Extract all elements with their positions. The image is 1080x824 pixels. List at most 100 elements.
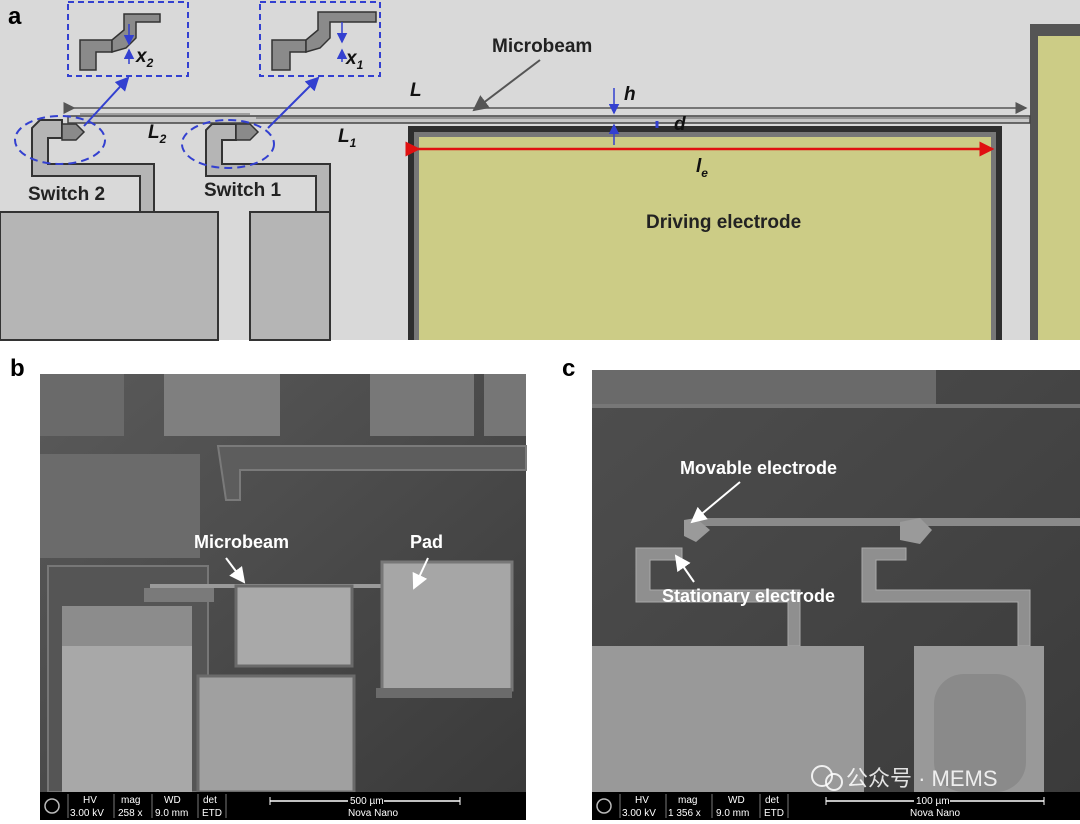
sem-b-top-pad-4 (484, 374, 526, 436)
switch-1-contact (235, 123, 260, 141)
sem-c-top-strip-edge (592, 404, 1080, 408)
d-label: d (674, 114, 686, 135)
sem-c-val-hv: 3.00 kV (622, 808, 656, 819)
x2-label: x2 (135, 46, 154, 70)
x2-label-sub: 2 (146, 56, 154, 70)
inset-x1-movable (305, 11, 377, 53)
inset-x2 (67, 1, 189, 77)
sem-c-hdr-mag: mag (678, 795, 697, 806)
watermark: 公众号 · MEMS (811, 765, 998, 791)
sem-b-val-hv: 3.00 kV (70, 808, 104, 819)
L2-label-sub: 2 (159, 132, 167, 146)
sem-c-movable-label: Movable electrode (680, 458, 837, 478)
sem-b-instrument: Nova Nano (348, 808, 398, 819)
sem-c-scale-label-bg (914, 795, 950, 806)
pad-left (0, 211, 219, 341)
wechat-icon-bubble-1 (811, 765, 833, 787)
sem-c-movable-electrode-1 (684, 518, 710, 542)
sem-b-scale-label-bg (348, 795, 384, 806)
sem-b-hdr-mag: mag (121, 795, 140, 806)
sem-b-hdr-hv: HV (83, 795, 97, 806)
switch-1-highlight (181, 119, 275, 169)
sem-b-switches (144, 588, 214, 602)
sem-b-top-pad-3 (370, 374, 474, 436)
sem-c-stationary-electrode-2 (861, 547, 1031, 647)
le-label: le (696, 156, 708, 180)
panel-b: b Microbeam Pad (10, 355, 527, 820)
panel-a-label: a (8, 3, 22, 30)
sem-b-hdr-wd: WD (164, 795, 181, 806)
panel-c-label: c (562, 355, 575, 382)
inset-x1 (259, 1, 381, 77)
inset-x1-connector (267, 76, 320, 129)
driving-electrode-label: Driving electrode (646, 212, 801, 233)
x1-label: x1 (345, 48, 364, 72)
sem-c-val-wd: 9.0 mm (716, 808, 749, 819)
sem-c-info-bar: HV mag WD det 3.00 kV 1 356 x 9.0 mm ETD… (592, 792, 1080, 820)
sem-b-top-pad-2 (164, 374, 280, 436)
microbeam-pointer (472, 59, 541, 112)
sem-b-left-block (40, 454, 200, 558)
microbeam-label: Microbeam (492, 36, 592, 57)
sem-b-val-mag: 258 x (118, 808, 142, 819)
sem-c-val-det: ETD (764, 808, 784, 819)
sem-b-val-det: ETD (202, 808, 222, 819)
switch-1-label: Switch 1 (204, 180, 282, 201)
sem-c-info-bar-bg (592, 792, 1080, 820)
inset-x2-connector (83, 76, 130, 127)
sem-c-stationary-arrow (674, 554, 695, 583)
le-label-sub: e (701, 166, 708, 180)
L1-label-sub: 1 (350, 136, 357, 150)
L1-label-main: L (338, 126, 350, 147)
right-electrode (1038, 36, 1080, 340)
L-label: L (410, 80, 422, 101)
microbeam (67, 115, 1031, 124)
sem-b-pad-arrow (412, 557, 429, 590)
sem-b-pad-label: Pad (410, 532, 443, 552)
x1-label-main: x (345, 48, 358, 69)
panel-c: c Movable electrode Stationary electrode… (562, 355, 1080, 820)
sem-b-left-pad-top (62, 606, 192, 646)
sem-c-scale-label: 100 µm (916, 796, 950, 807)
switch-2-label: Switch 2 (28, 184, 105, 205)
sem-c-val-mag: 1 356 x (668, 808, 701, 819)
sem-b-pad-shadow (376, 688, 512, 698)
sem-c-hdr-wd: WD (728, 795, 745, 806)
L1-label: L1 (338, 126, 357, 150)
sem-b-microbeam-arrow (225, 557, 246, 584)
sem-c-hdr-det: det (765, 795, 779, 806)
panel-b-label: b (10, 355, 25, 382)
h-label: h (624, 84, 636, 105)
sem-c-stationary-label: Stationary electrode (662, 586, 835, 606)
sem-c-instrument: Nova Nano (910, 808, 960, 819)
sem-b-microbeam-label: Microbeam (194, 532, 289, 552)
sem-c-top-strip (592, 370, 936, 406)
sem-c-logo-icon (596, 798, 612, 814)
sem-c-movable-arrow (690, 481, 741, 524)
x1-label-sub: 1 (357, 58, 364, 72)
sem-b-electrode (234, 584, 354, 668)
wechat-icon-bubble-2 (825, 773, 843, 791)
le-label-main: l (696, 156, 702, 177)
pad-middle (249, 211, 331, 341)
watermark-text: 公众号 · MEMS (846, 766, 998, 791)
sem-b-top-pad-1 (40, 374, 124, 436)
sem-b-logo-icon (44, 798, 60, 814)
sem-b-pad (380, 560, 514, 692)
L2-label-main: L (148, 122, 160, 143)
sem-c-movable-electrode-2 (900, 518, 932, 544)
switch-2-highlight (14, 115, 106, 165)
sem-b-bottom-pad (196, 674, 356, 794)
sem-b-hdr-det: det (203, 795, 217, 806)
sem-c-microbeam (696, 518, 1080, 526)
L2-label: L2 (148, 122, 167, 146)
sem-b-info-bar-bg (40, 792, 526, 820)
sem-b-info-bar: HV mag WD det 3.00 kV 258 x 9.0 mm ETD 5… (40, 792, 526, 820)
driving-electrode (419, 137, 991, 340)
sem-b-frame (216, 445, 527, 501)
sem-c-hdr-hv: HV (635, 795, 649, 806)
sem-c-pad-left (592, 646, 864, 792)
panel-a: a Microbeam L L1 L2 h d le x1 x2 Switch … (0, 0, 1080, 341)
x2-label-main: x (135, 46, 148, 67)
